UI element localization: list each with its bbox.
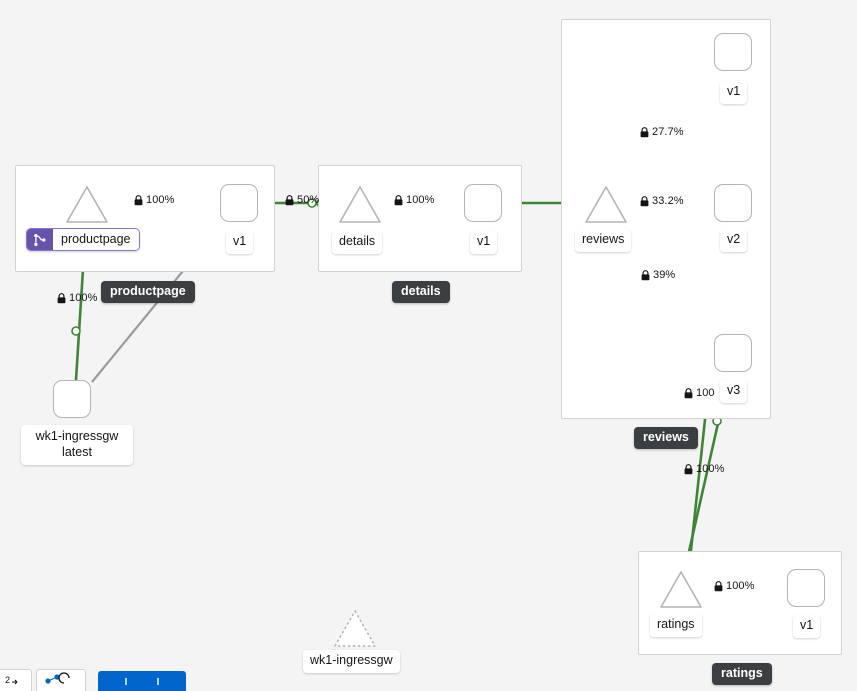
node-reviews-service[interactable]: [583, 184, 629, 226]
node-label-reviews-v1: v1: [720, 81, 748, 104]
badge-virtual-service-productpage[interactable]: productpage: [26, 228, 140, 251]
node-ingressgw-service-idle[interactable]: [332, 608, 378, 650]
toolbar-button-zoom[interactable]: 2: [0, 669, 32, 691]
edge-label-gw-to-productpage: 100%: [57, 293, 98, 304]
node-label-productpage-service: productpage: [53, 229, 139, 250]
node-label-reviews-v3: v3: [720, 380, 748, 403]
node-reviews-v2[interactable]: [714, 184, 752, 222]
edge-label-v3-to-ratings: 100: [684, 388, 715, 399]
edge-rate: 39%: [653, 269, 676, 281]
lock-icon: [57, 293, 66, 304]
node-ingressgw-workload[interactable]: [53, 380, 91, 418]
lock-icon: [684, 388, 693, 399]
lock-icon: [285, 195, 294, 206]
group-chip-details[interactable]: details: [392, 281, 450, 303]
lock-icon: [684, 464, 693, 475]
node-label-details-v1: v1: [470, 231, 498, 254]
ingressgw-label-line2: latest: [62, 444, 92, 459]
edge-label-reviews-to-v3: 39%: [641, 270, 675, 281]
lock-icon: [641, 270, 650, 281]
node-productpage-v1[interactable]: [220, 184, 258, 222]
layout-graph-icon: [44, 671, 78, 690]
group-chip-ratings[interactable]: ratings: [712, 663, 772, 685]
group-chip-productpage[interactable]: productpage: [101, 281, 195, 303]
lock-icon: [640, 127, 649, 138]
node-label-ratings-service: ratings: [650, 614, 702, 637]
edge-rate: 100%: [146, 194, 175, 206]
virtual-service-icon: [27, 229, 53, 250]
lock-icon: [640, 196, 649, 207]
edge-label-reviews-to-v2: 33.2%: [640, 196, 684, 207]
node-label-reviews-service: reviews: [575, 229, 632, 252]
toolbar-button-primary[interactable]: [98, 671, 186, 691]
svg-text:2: 2: [5, 675, 10, 685]
lock-icon: [134, 195, 143, 206]
toolbar-button-layout[interactable]: [36, 669, 86, 691]
edge-label-reviews-to-v1: 27.7%: [640, 127, 684, 138]
node-productpage-service[interactable]: [64, 184, 110, 226]
node-ratings-v1[interactable]: [787, 569, 825, 607]
edge-rate: 100%: [726, 580, 755, 592]
lock-icon: [394, 195, 403, 206]
primary-button-icon: [112, 672, 172, 690]
node-label-ratings-v1: v1: [793, 615, 821, 638]
lock-icon: [714, 581, 723, 592]
edge-rate: 100%: [69, 292, 98, 304]
edge-rate: 100%: [406, 194, 435, 206]
node-ratings-service[interactable]: [658, 569, 704, 611]
edge-label-ratings-to-v1: 100%: [714, 581, 755, 592]
node-label-productpage-v1: v1: [226, 231, 254, 254]
node-reviews-v1[interactable]: [714, 33, 752, 71]
edge-rate: 100%: [696, 463, 725, 475]
edge-rate: 33.2%: [652, 195, 684, 207]
node-label-details-service: details: [332, 231, 383, 254]
node-label-reviews-v2: v2: [720, 229, 748, 252]
node-label-ingressgw-workload: wk1-ingressgw latest: [21, 425, 133, 466]
edge-rate: 100: [696, 387, 715, 399]
edge-label-productpage-to-v1: 100%: [134, 195, 175, 206]
node-details-v1[interactable]: [464, 184, 502, 222]
node-reviews-v3[interactable]: [714, 334, 752, 372]
edge-rate: 27.7%: [652, 126, 684, 138]
edge-rate: 50%: [297, 194, 320, 206]
node-details-service[interactable]: [337, 184, 383, 226]
group-chip-reviews[interactable]: reviews: [634, 427, 698, 449]
edge-label-v2-to-ratings: 100%: [684, 464, 725, 475]
node-label-ingressgw-service: wk1-ingressgw: [303, 650, 400, 673]
edge-label-productpage-to-details: 50%: [285, 195, 319, 206]
edge-label-details-to-v1: 100%: [394, 195, 435, 206]
ingressgw-label-line1: wk1-ingressgw: [35, 429, 119, 443]
zoom-icon: 2: [4, 672, 20, 690]
